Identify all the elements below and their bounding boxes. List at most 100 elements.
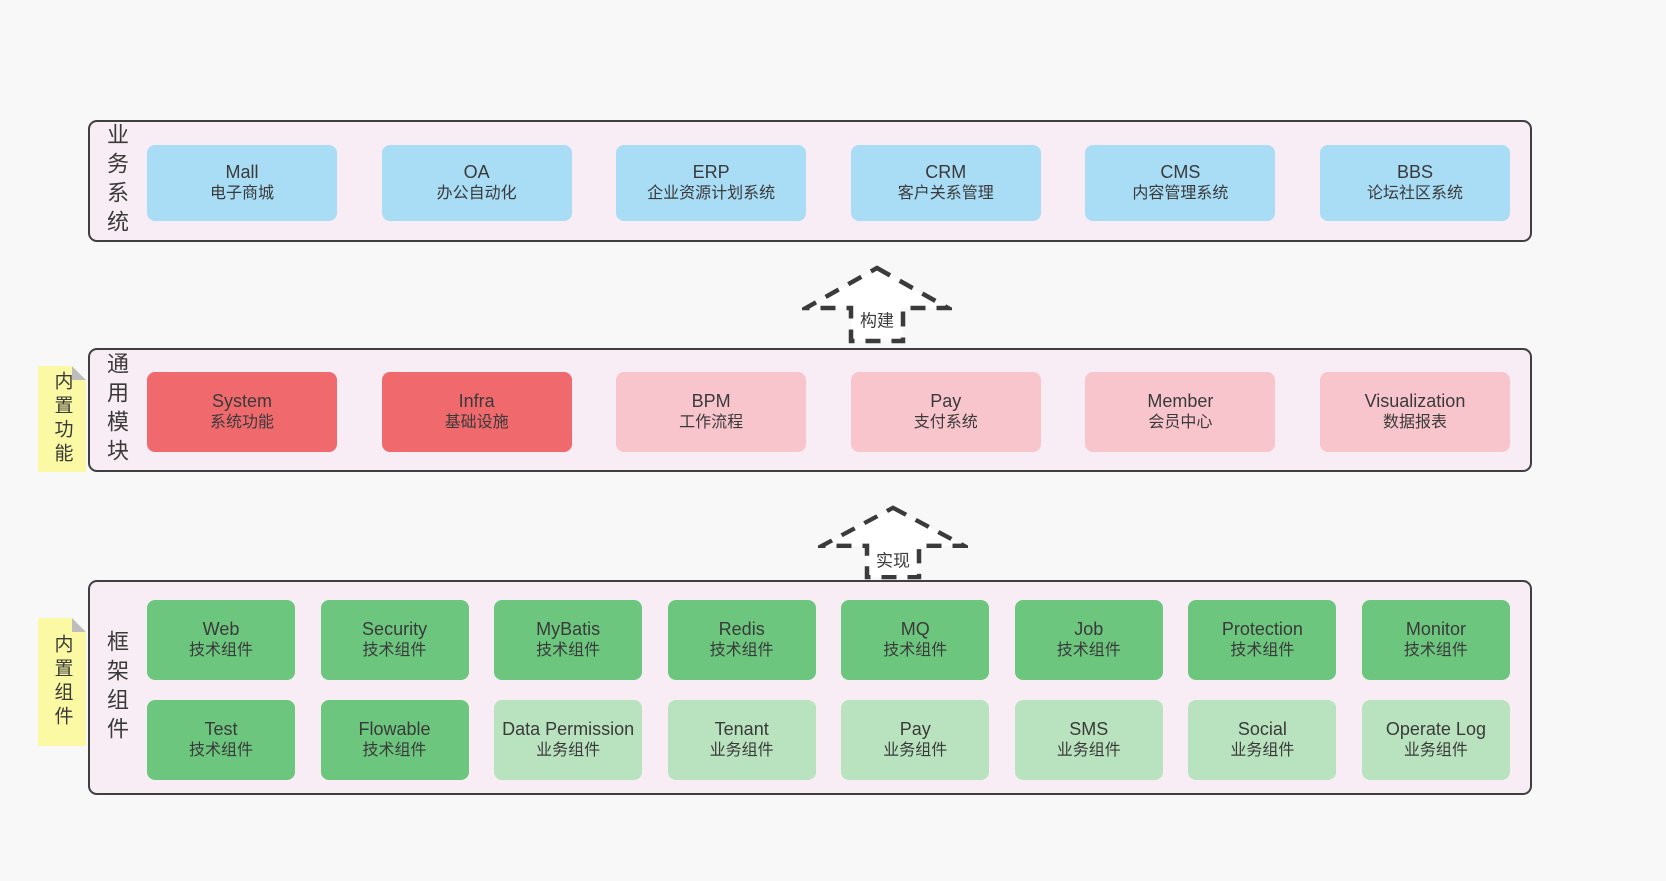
box-subtitle: 企业资源计划系统 <box>647 185 776 203</box>
box-title: Data Permission <box>502 718 635 739</box>
implement-arrow-label: 实现 <box>874 545 912 573</box>
box-security: Security 技术组件 <box>320 600 469 680</box>
box-member: Member 会员中心 <box>1085 372 1276 452</box>
box-title: Flowable <box>358 718 431 739</box>
box-title: ERP <box>692 161 730 182</box>
box-title: Monitor <box>1405 618 1466 639</box>
box-subtitle: 技术组件 <box>188 642 253 660</box>
box-title: Visualization <box>1364 390 1466 411</box>
box-flowable: Flowable 技术组件 <box>320 700 469 780</box>
dashed-up-arrow-icon <box>802 265 952 344</box>
layer-framework-components: 框架组件 Web 技术组件 Security 技术组件 MyBatis 技术组件… <box>88 580 1532 795</box>
build-arrow-label: 构建 <box>858 305 896 333</box>
box-mall: Mall 电子商城 <box>147 145 337 221</box>
box-subtitle: 内容管理系统 <box>1132 185 1229 203</box>
box-title: Operate Log <box>1385 718 1486 739</box>
layer-common-modules: 通用模块 System 系统功能 Infra 基础设施 BPM 工作流程 Pay… <box>88 348 1532 472</box>
box-subtitle: 业务组件 <box>1403 742 1468 760</box>
box-title: Job <box>1074 618 1104 639</box>
box-protection: Protection 技术组件 <box>1188 600 1337 680</box>
box-subtitle: 技术组件 <box>709 642 774 660</box>
box-subtitle: 技术组件 <box>1056 642 1121 660</box>
box-redis: Redis 技术组件 <box>667 600 816 680</box>
box-subtitle: 业务组件 <box>536 742 601 760</box>
box-tenant: Tenant 业务组件 <box>667 700 816 780</box>
box-mybatis: MyBatis 技术组件 <box>494 600 643 680</box>
box-title: Security <box>362 618 428 639</box>
business-systems-row: Mall 电子商城 OA 办公自动化 ERP 企业资源计划系统 CRM 客户关系… <box>147 145 1510 221</box>
box-title: Member <box>1147 390 1214 411</box>
box-pay-biz: Pay 业务组件 <box>841 700 990 780</box>
box-subtitle: 业务组件 <box>1056 742 1121 760</box>
box-title: Protection <box>1221 618 1303 639</box>
box-title: Social <box>1237 718 1287 739</box>
box-title: Mall <box>225 161 259 182</box>
implement-arrow: 实现 <box>818 504 968 580</box>
box-subtitle: 业务组件 <box>1230 742 1295 760</box>
box-subtitle: 技术组件 <box>362 642 427 660</box>
framework-components-row1: Web 技术组件 Security 技术组件 MyBatis 技术组件 Redi… <box>147 600 1510 680</box>
layer-label-business-systems: 业务系统 <box>104 123 129 239</box>
box-title: Redis <box>718 618 765 639</box>
box-job: Job 技术组件 <box>1014 600 1163 680</box>
layer-business-systems: 业务系统 Mall 电子商城 OA 办公自动化 ERP 企业资源计划系统 CRM… <box>88 120 1532 242</box>
box-test: Test 技术组件 <box>147 700 295 780</box>
box-visualization: Visualization 数据报表 <box>1319 372 1510 452</box>
box-title: MyBatis <box>536 618 601 639</box>
box-subtitle: 技术组件 <box>188 742 253 760</box>
box-title: BPM <box>691 390 731 411</box>
build-arrow: 构建 <box>802 264 952 344</box>
box-social: Social 业务组件 <box>1188 700 1337 780</box>
box-sms: SMS 业务组件 <box>1014 700 1163 780</box>
box-subtitle: 技术组件 <box>536 642 601 660</box>
box-title: SMS <box>1069 718 1109 739</box>
box-title: CMS <box>1160 161 1201 182</box>
box-pay: Pay 支付系统 <box>850 372 1041 452</box>
box-mq: MQ 技术组件 <box>841 600 990 680</box>
box-subtitle: 客户关系管理 <box>897 185 994 203</box>
box-subtitle: 系统功能 <box>209 414 274 432</box>
box-infra: Infra 基础设施 <box>381 372 572 452</box>
dashed-up-arrow-icon <box>818 505 968 580</box>
box-title: Tenant <box>714 718 769 739</box>
tag-label: 内置组件 <box>51 634 73 730</box>
box-subtitle: 工作流程 <box>679 414 744 432</box>
box-title: BBS <box>1396 161 1433 182</box>
layer-label-framework-components: 框架组件 <box>104 629 129 746</box>
box-web: Web 技术组件 <box>147 600 295 680</box>
builtin-components-tag: 内置组件 <box>38 618 86 746</box>
box-oa: OA 办公自动化 <box>381 145 572 221</box>
box-subtitle: 业务组件 <box>709 742 774 760</box>
box-subtitle: 技术组件 <box>1403 642 1468 660</box>
box-title: Test <box>204 718 238 739</box>
box-subtitle: 办公自动化 <box>436 185 517 203</box>
box-subtitle: 技术组件 <box>362 742 427 760</box>
box-data-permission: Data Permission 业务组件 <box>494 700 643 780</box>
builtin-features-tag: 内置功能 <box>38 366 86 472</box>
box-subtitle: 会员中心 <box>1148 414 1213 432</box>
box-operate-log: Operate Log 业务组件 <box>1361 700 1510 780</box>
box-subtitle: 业务组件 <box>883 742 948 760</box>
box-title: OA <box>463 161 490 182</box>
box-bbs: BBS 论坛社区系统 <box>1319 145 1510 221</box>
box-system: System 系统功能 <box>147 372 337 452</box>
box-title: Infra <box>458 390 495 411</box>
layer-label-common-modules: 通用模块 <box>104 352 129 468</box>
box-monitor: Monitor 技术组件 <box>1361 600 1510 680</box>
framework-components-row2: Test 技术组件 Flowable 技术组件 Data Permission … <box>147 700 1510 780</box>
box-bpm: BPM 工作流程 <box>616 372 807 452</box>
box-subtitle: 数据报表 <box>1382 414 1447 432</box>
box-subtitle: 基础设施 <box>444 414 509 432</box>
tag-label: 内置功能 <box>51 371 73 467</box>
box-title: System <box>211 390 272 411</box>
box-subtitle: 论坛社区系统 <box>1366 185 1463 203</box>
box-title: Web <box>202 618 240 639</box>
box-subtitle: 技术组件 <box>1230 642 1295 660</box>
box-title: Pay <box>930 390 962 411</box>
box-cms: CMS 内容管理系统 <box>1085 145 1276 221</box>
box-subtitle: 支付系统 <box>913 414 978 432</box>
box-title: CRM <box>925 161 967 182</box>
common-modules-row: System 系统功能 Infra 基础设施 BPM 工作流程 Pay 支付系统… <box>147 372 1510 452</box>
box-title: MQ <box>900 618 930 639</box>
box-subtitle: 技术组件 <box>883 642 948 660</box>
